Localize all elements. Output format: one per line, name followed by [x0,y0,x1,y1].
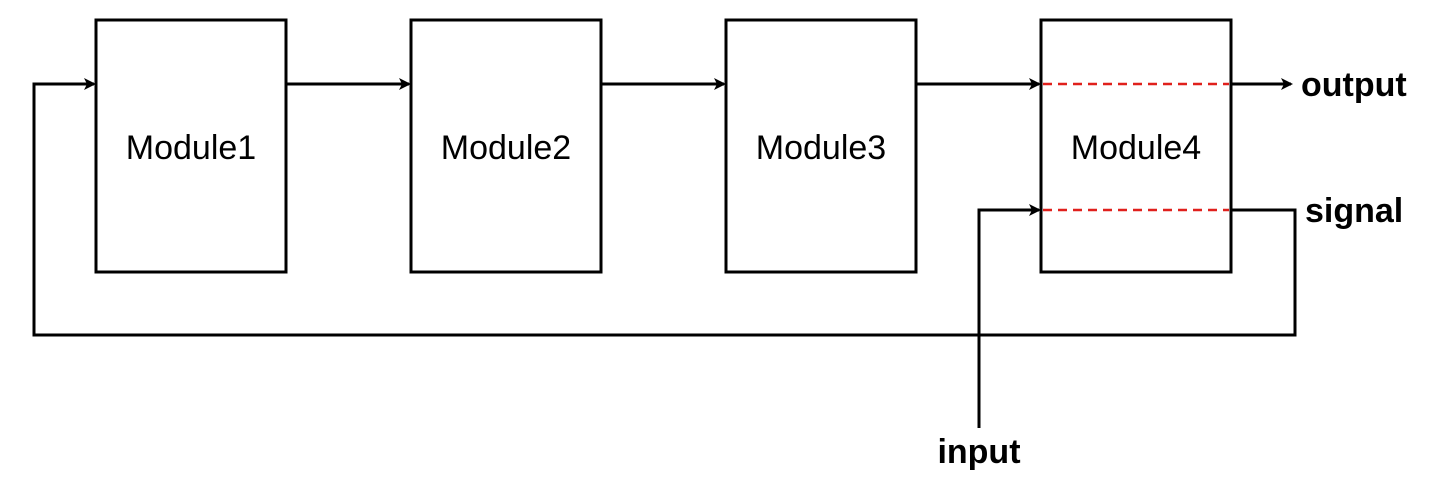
signal-label: signal [1305,192,1403,230]
module1-label: Module1 [126,129,256,167]
feedback-signal-path [32,78,1297,337]
module1-box [94,18,288,274]
module4-label: Module4 [1071,129,1201,167]
module2-label: Module2 [441,129,571,167]
module4-box [1039,18,1233,274]
module3-label: Module3 [756,129,886,167]
module3-box [724,18,918,274]
module2-box [409,18,603,274]
input-path [977,204,1041,428]
output-label: output [1301,66,1407,104]
input-label: input [937,433,1020,471]
